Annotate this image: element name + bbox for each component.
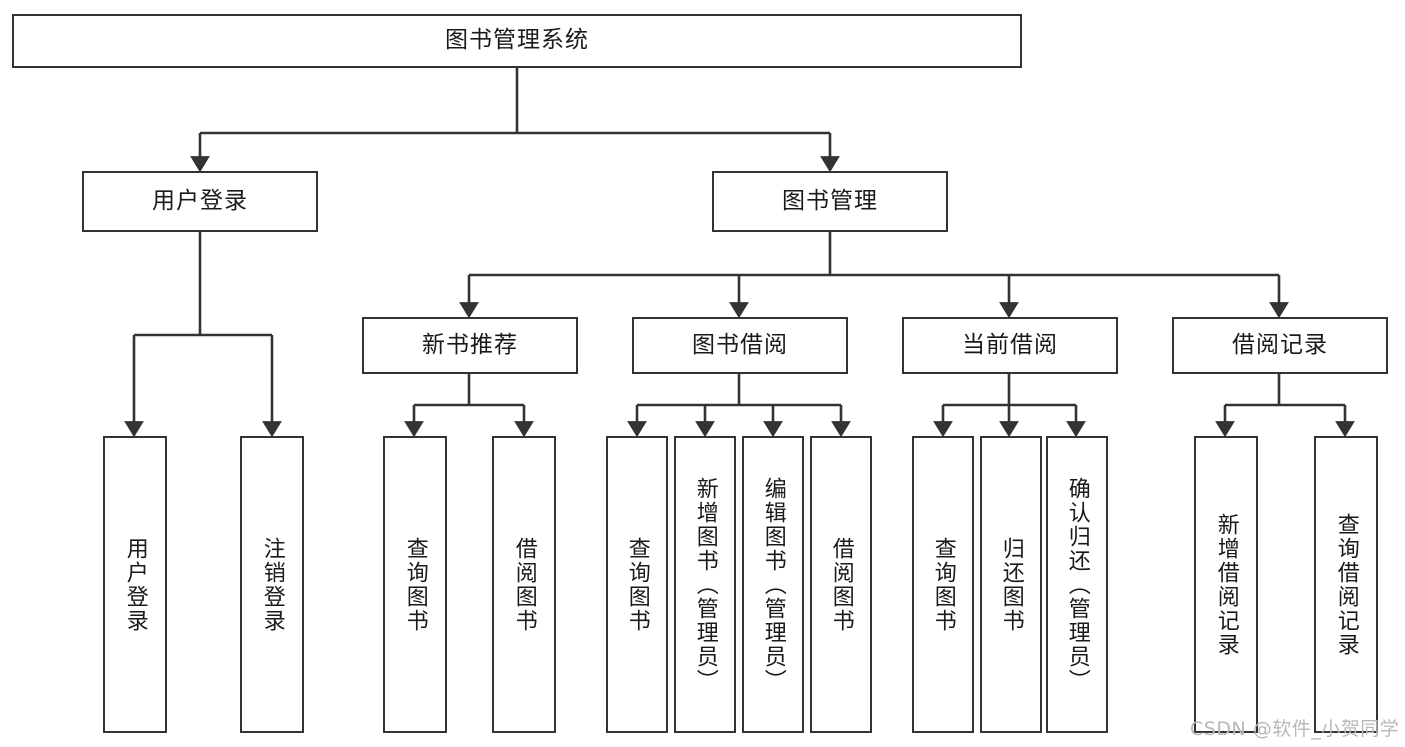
node-label: 图书管理系统 [445,27,589,54]
node-label: 确认归还（管理员） [1064,476,1090,693]
node-label: 注销登录 [259,536,285,633]
node-label: 图书管理 [782,187,878,214]
node-label: 查询图书 [402,536,428,633]
node-label: 新增图书（管理员） [692,476,718,693]
leaf-borrow-record-query-record[interactable]: 查询借阅记录 [1314,436,1378,733]
leaf-new-book-borrow-book[interactable]: 借阅图书 [492,436,556,733]
node-label: 查询图书 [930,536,956,633]
node-label: 归还图书 [998,536,1024,633]
node-label: 借阅图书 [511,536,537,633]
node-label: 当前借阅 [962,331,1058,358]
node-label: 编辑图书（管理员） [760,476,786,693]
node-label: 新书推荐 [422,331,518,358]
node-label: 查询借阅记录 [1333,512,1359,657]
node-new-book-recommend[interactable]: 新书推荐 [362,317,578,374]
node-label: 用户登录 [122,536,148,633]
node-label: 图书借阅 [692,331,788,358]
node-borrow-record[interactable]: 借阅记录 [1172,317,1388,374]
leaf-user-login-login[interactable]: 用户登录 [103,436,167,733]
leaf-current-borrow-confirm-return-admin[interactable]: 确认归还（管理员） [1046,436,1108,733]
node-label: 用户登录 [152,187,248,214]
leaf-book-borrow-query-book[interactable]: 查询图书 [606,436,668,733]
node-label: 借阅记录 [1232,331,1328,358]
node-label: 查询图书 [624,536,650,633]
leaf-current-borrow-query-book[interactable]: 查询图书 [912,436,974,733]
leaf-new-book-query-book[interactable]: 查询图书 [383,436,447,733]
node-user-login[interactable]: 用户登录 [82,171,318,232]
node-label: 新增借阅记录 [1213,512,1239,657]
leaf-current-borrow-return-book[interactable]: 归还图书 [980,436,1042,733]
node-label: 借阅图书 [828,536,854,633]
node-current-borrow[interactable]: 当前借阅 [902,317,1118,374]
node-root-book-management-system[interactable]: 图书管理系统 [12,14,1022,68]
leaf-user-login-logout[interactable]: 注销登录 [240,436,304,733]
leaf-book-borrow-edit-book-admin[interactable]: 编辑图书（管理员） [742,436,804,733]
node-book-management[interactable]: 图书管理 [712,171,948,232]
node-book-borrow[interactable]: 图书借阅 [632,317,848,374]
leaf-borrow-record-add-record[interactable]: 新增借阅记录 [1194,436,1258,733]
leaf-book-borrow-add-book-admin[interactable]: 新增图书（管理员） [674,436,736,733]
leaf-book-borrow-borrow-book[interactable]: 借阅图书 [810,436,872,733]
csdn-watermark: CSDN @软件_小贺同学 [1190,718,1400,740]
